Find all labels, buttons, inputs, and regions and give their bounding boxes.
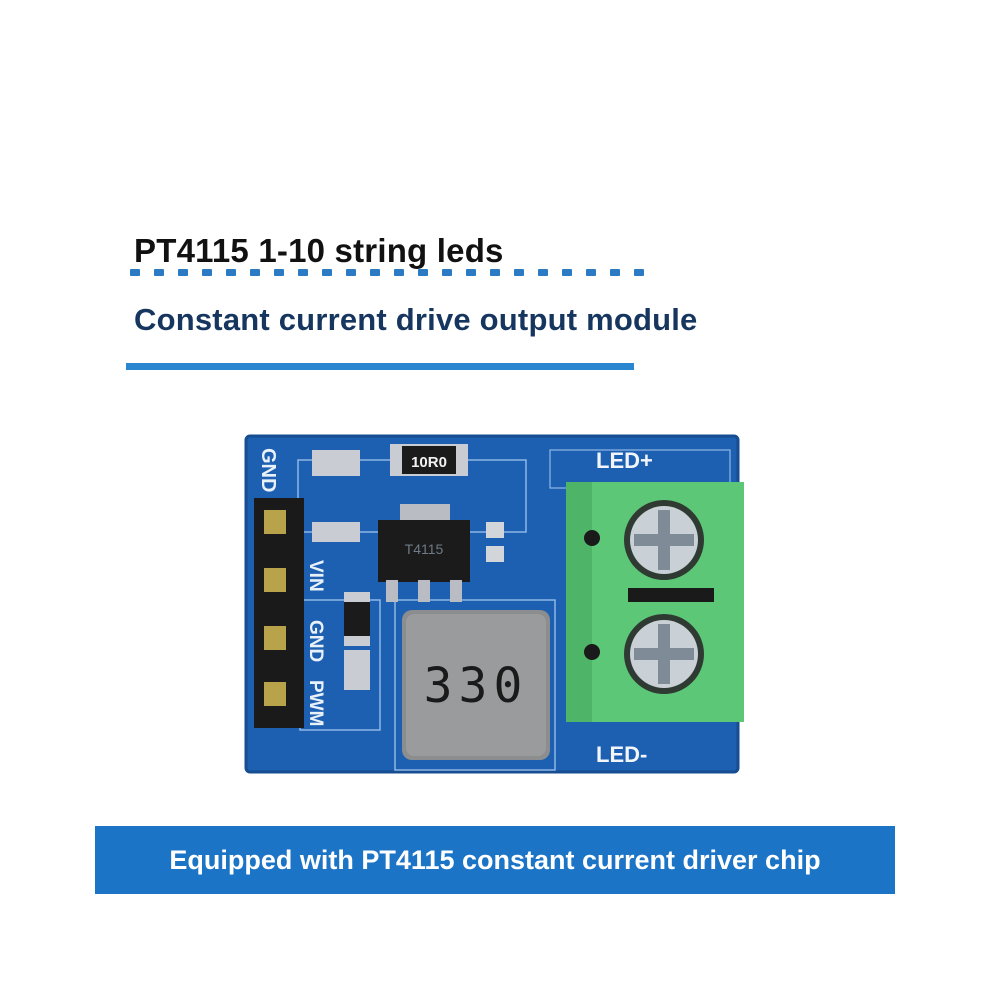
- pt4115-chip: T4115: [378, 504, 470, 602]
- pin-label-gnd: GND: [305, 620, 326, 662]
- pin-label-pwm: PWM: [305, 680, 326, 726]
- diode: [344, 592, 370, 690]
- title-underline: [126, 363, 634, 370]
- pin-header: [254, 498, 304, 728]
- inductor-330: 330: [402, 610, 550, 760]
- screw-terminal: [566, 482, 744, 722]
- led-driver-module-photo: GND VIN GND PWM 10R0 T4115: [244, 434, 744, 774]
- feature-banner: Equipped with PT4115 constant current dr…: [95, 826, 895, 894]
- svg-text:10R0: 10R0: [411, 454, 447, 471]
- pin-label-vin: VIN: [305, 560, 326, 592]
- svg-text:T4115: T4115: [405, 541, 444, 557]
- feature-banner-text: Equipped with PT4115 constant current dr…: [169, 844, 821, 875]
- resistor-10r0: 10R0: [390, 444, 468, 476]
- led-plus-label: LED+: [596, 448, 653, 473]
- led-minus-label: LED-: [596, 742, 647, 767]
- svg-text:330: 330: [424, 658, 529, 714]
- gnd-label-top: GND: [257, 448, 279, 492]
- title-line-2: Constant current drive output module: [134, 302, 698, 337]
- title-line-1: PT4115 1-10 string leds: [134, 232, 504, 269]
- decorative-dots: [130, 269, 644, 276]
